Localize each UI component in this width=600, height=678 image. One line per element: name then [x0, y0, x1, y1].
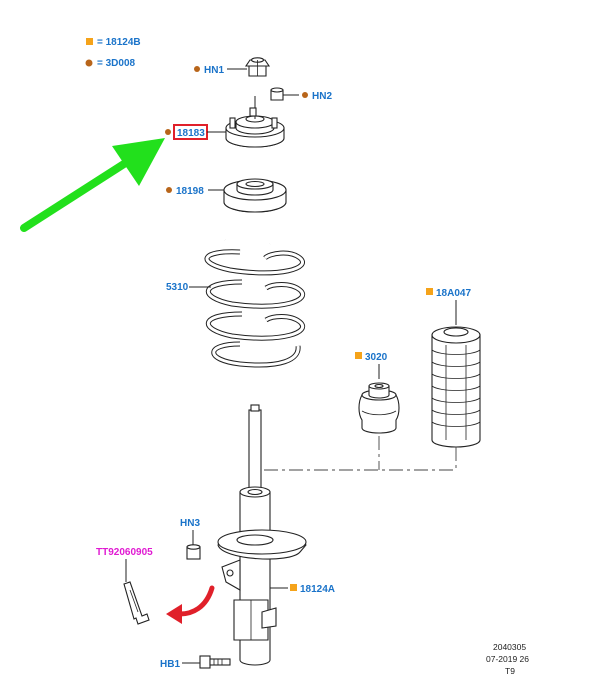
- callout-18183: 18183: [177, 128, 205, 139]
- drawing-reference: 2040305 07-2019 26 T9: [486, 642, 529, 676]
- coil-spring-5310: [204, 220, 305, 368]
- callout-18198: 18198: [176, 186, 204, 197]
- top-nut-hn1: [244, 57, 271, 77]
- green-pointer-arrow: [20, 138, 165, 232]
- tool-tt92060905: [123, 581, 150, 625]
- bump-stop-3020: [358, 382, 400, 434]
- small-nut-hn2: [270, 87, 284, 101]
- callout-18124a: 18124A: [300, 584, 335, 595]
- nut-hn3: [186, 544, 201, 560]
- legend-square-marker: [86, 38, 93, 45]
- p3020-square: [355, 352, 362, 359]
- footer-line-1: 2040305: [493, 642, 526, 652]
- callout-5310: 5310: [166, 282, 189, 293]
- hn2-dot: [302, 92, 308, 98]
- footer-line-3: T9: [505, 666, 515, 676]
- callout-tt92060905: TT92060905: [96, 547, 153, 558]
- callout-hn1: HN1: [204, 65, 224, 76]
- legend: = 18124B = 3D008: [85, 37, 141, 69]
- callout-hb1: HB1: [160, 659, 180, 670]
- callout-hn2: HN2: [312, 91, 332, 102]
- alignment-line: [264, 436, 457, 471]
- legend-dot-text: = 3D008: [97, 58, 136, 69]
- bolt-hb1: [199, 655, 231, 669]
- p18124a-square: [290, 584, 297, 591]
- strut-body-18124a: [217, 404, 307, 666]
- callout-18a047: 18A047: [436, 288, 471, 299]
- legend-square-text: = 18124B: [97, 37, 141, 48]
- p18198-dot: [166, 187, 172, 193]
- top-mount-18183: [225, 96, 285, 148]
- p18a047-square: [426, 288, 433, 295]
- callout-hn3: HN3: [180, 518, 200, 529]
- hn1-dot: [194, 66, 200, 72]
- p18183-dot: [165, 129, 171, 135]
- footer-line-2: 07-2019 26: [486, 654, 529, 664]
- red-direction-arrow: [166, 585, 215, 624]
- legend-dot-marker: [85, 59, 93, 67]
- dust-boot-18a047: [431, 326, 481, 448]
- spring-seat-18198: [223, 178, 287, 213]
- callout-3020: 3020: [365, 352, 388, 363]
